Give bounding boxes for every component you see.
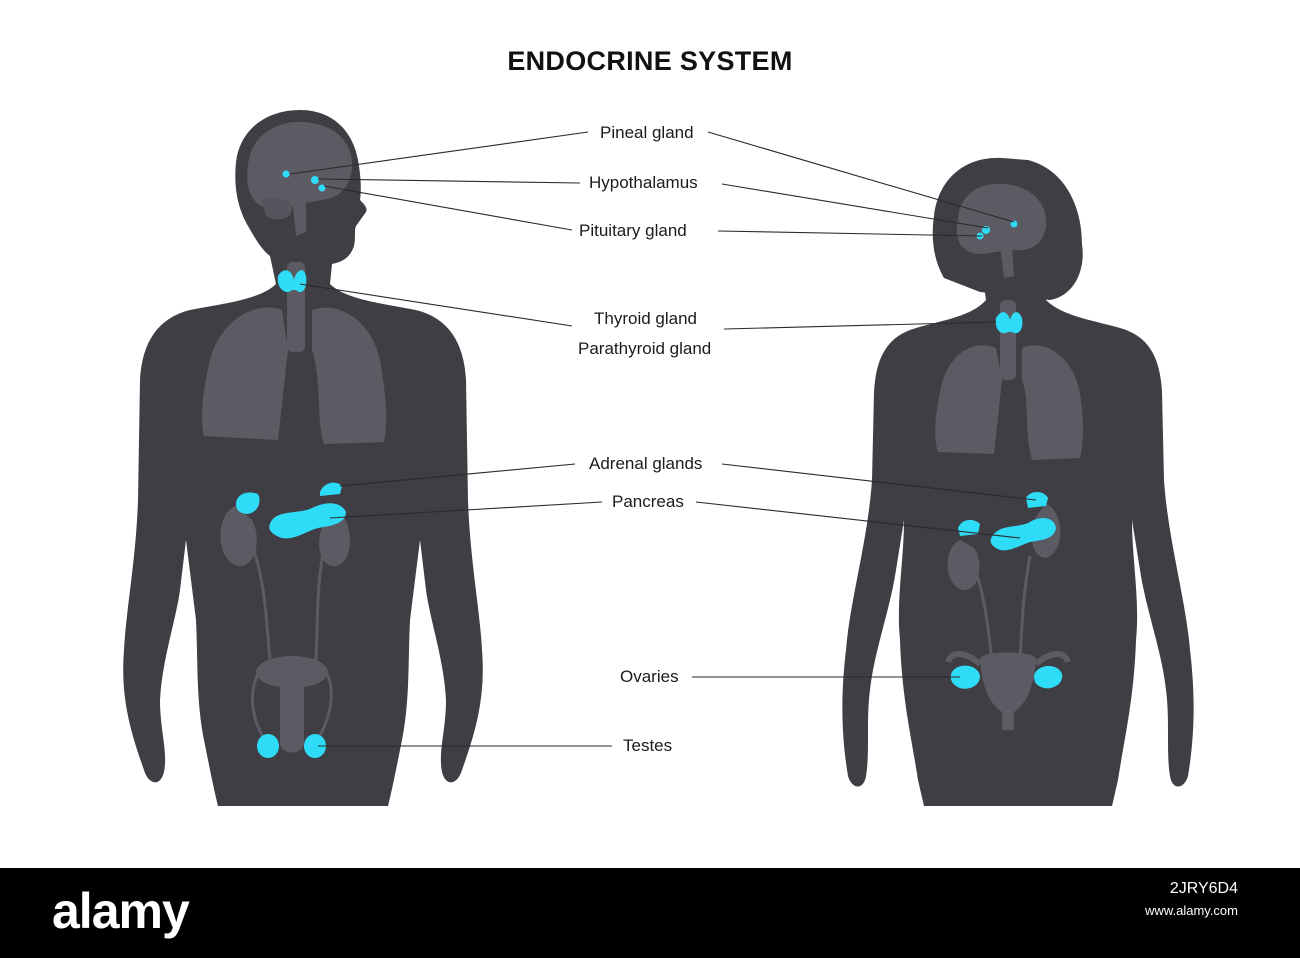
male-brainstem	[292, 196, 306, 236]
male-testis-right	[304, 734, 326, 758]
male-pancreas	[269, 503, 346, 539]
label-pancreas: Pancreas	[612, 492, 684, 511]
female-brainstem	[1000, 246, 1014, 278]
brand-logo: alamy	[52, 883, 190, 939]
leader-pineal-male	[289, 131, 589, 175]
leader-pituitary-male	[323, 185, 573, 231]
male-figure	[123, 110, 483, 806]
footer-bar: alamy 2JRY6D4 www.alamy.com	[0, 868, 1300, 958]
female-left-kidney	[947, 540, 980, 590]
female-right-lung	[1022, 345, 1083, 460]
male-pineal-gland	[282, 170, 290, 178]
label-testes: Testes	[623, 736, 673, 755]
leader-hypothalamus-female	[721, 183, 989, 229]
leader-pituitary-female	[717, 230, 983, 237]
male-thyroid-gland	[277, 270, 307, 293]
leader-pancreas-female	[695, 501, 1021, 539]
female-pineal-gland	[1010, 220, 1018, 228]
label-pituitary-gland: Pituitary gland	[579, 221, 687, 240]
leader-pineal-female	[707, 131, 1015, 223]
male-penis	[280, 686, 304, 753]
female-ovary-left	[950, 665, 980, 689]
label-thyroid-gland: Thyroid gland	[594, 309, 698, 328]
female-figure	[842, 157, 1194, 806]
female-fallopian-tubes	[945, 651, 1071, 667]
female-trachea	[1000, 300, 1016, 380]
male-silhouette	[123, 110, 483, 806]
image-id-block: 2JRY6D4 www.alamy.com	[1145, 878, 1238, 922]
leader-adrenal-female	[721, 463, 1037, 501]
female-silhouette	[842, 176, 1194, 806]
footer-url: www.alamy.com	[1145, 903, 1238, 918]
female-ovary-right	[1034, 665, 1063, 689]
leader-pancreas-male	[329, 501, 603, 519]
male-adrenal-right	[320, 482, 342, 496]
male-testis-left	[257, 734, 279, 758]
label-ovaries: Ovaries	[620, 667, 679, 686]
diagram-title: ENDOCRINE SYSTEM	[507, 46, 793, 76]
male-right-lung	[312, 307, 387, 444]
male-bladder	[256, 656, 328, 688]
male-adrenal-left	[236, 492, 260, 514]
label-adrenal-glands: Adrenal glands	[589, 454, 703, 473]
leader-lines	[289, 131, 1037, 747]
female-left-lung	[935, 345, 1002, 454]
female-thyroid-gland	[995, 312, 1023, 334]
leader-thyroid-male	[299, 283, 573, 327]
female-pancreas	[990, 518, 1056, 551]
label-hypothalamus: Hypothalamus	[589, 173, 698, 192]
leader-hypothalamus-male	[317, 178, 581, 184]
male-brain	[247, 121, 353, 210]
label-parathyroid-gland: Parathyroid gland	[578, 339, 712, 358]
male-ureters	[248, 539, 328, 661]
male-left-lung	[202, 307, 288, 440]
female-uterus	[979, 652, 1037, 730]
label-pineal-gland: Pineal gland	[600, 123, 694, 142]
female-adrenal-right	[1026, 492, 1048, 508]
male-cerebellum	[262, 197, 292, 220]
female-ureters	[972, 555, 1032, 661]
male-pituitary-gland	[318, 184, 326, 192]
endocrine-diagram	[123, 110, 1194, 806]
male-left-kidney	[220, 506, 257, 567]
male-hypothalamus	[311, 176, 319, 184]
leader-adrenal-male	[339, 463, 576, 487]
leader-thyroid-female	[723, 321, 997, 330]
male-vas-deferens	[250, 667, 333, 743]
image-id: 2JRY6D4	[1169, 880, 1238, 897]
